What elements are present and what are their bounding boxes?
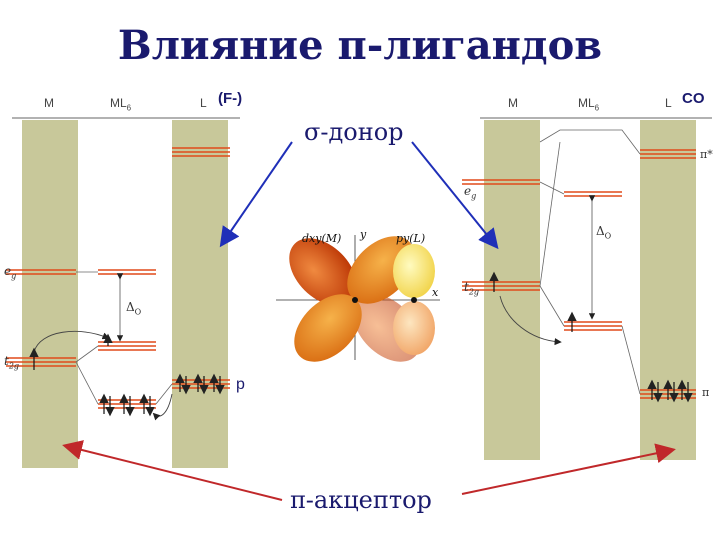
- right-ligand-band: [640, 120, 696, 460]
- sigma-arrow-right: [411, 141, 499, 250]
- left-ligand-tag: (F-): [218, 90, 243, 107]
- pi-arrow-right: [461, 443, 676, 495]
- right-delta-label-text: Δ: [596, 224, 605, 238]
- right-header-ml6: ML6: [578, 96, 599, 112]
- y-axis-label: y: [360, 228, 367, 241]
- left-header-ml6: ML6: [110, 96, 131, 112]
- right-eg-label: eg: [464, 184, 476, 200]
- right-curved-arrow: [499, 295, 562, 346]
- py-label: py(L): [396, 232, 426, 245]
- pi-star-label: π*: [700, 148, 713, 161]
- sigma-arrow-left: [219, 141, 293, 248]
- orbital-overlap-figure: [276, 235, 440, 362]
- p-orbital-label: p: [236, 376, 245, 393]
- left-eg-label-sub: g: [11, 271, 17, 281]
- pi-arrow-left: [62, 440, 283, 501]
- dxy-label: dxy(M): [302, 232, 342, 245]
- pi-acceptor-label: π-акцептор: [290, 486, 432, 514]
- right-eg-label-sub: g: [471, 191, 477, 201]
- left-electrons: [29, 333, 225, 417]
- left-header-ml6-sub: 6: [126, 103, 132, 113]
- left-correlation-lines: [75, 271, 173, 405]
- left-delta-label-text: Δ: [126, 300, 135, 314]
- left-header-m: M: [44, 96, 54, 110]
- right-electrons: [489, 271, 693, 403]
- left-metal-band: [22, 120, 78, 468]
- left-delta-label: ΔO: [126, 300, 141, 316]
- left-delta-label-sub: O: [134, 307, 142, 317]
- right-eg-label-text: e: [464, 184, 472, 198]
- right-header-ml6-text: ML: [578, 96, 595, 110]
- page-title: Влияние π-лигандов: [117, 22, 603, 69]
- left-curved-arrow-top: [33, 330, 110, 353]
- right-delta-label: ΔO: [596, 224, 611, 240]
- left-t2g-label-sub: 2g: [8, 361, 20, 371]
- sigma-donor-label: σ-донор: [304, 118, 404, 146]
- left-eg-label-text: e: [4, 264, 12, 278]
- left-curved-arrow-bottom: [152, 393, 173, 421]
- left-ligand-band: [172, 120, 228, 468]
- right-header-ml6-sub: 6: [594, 103, 600, 113]
- right-t2g-label-sub: 2g: [468, 287, 480, 297]
- right-header-l: L: [665, 96, 672, 110]
- right-ligand-tag: CO: [682, 90, 705, 107]
- right-header-m: M: [508, 96, 518, 110]
- left-header-l: L: [200, 96, 207, 110]
- left-header-ml6-text: ML: [110, 96, 127, 110]
- right-correlation-lines: [539, 129, 641, 395]
- right-t2g-label-text: t: [464, 280, 469, 294]
- left-t2g-label: t2g: [4, 354, 19, 370]
- x-axis-label: x: [432, 286, 439, 299]
- left-t2g-label-text: t: [4, 354, 9, 368]
- left-eg-label: eg: [4, 264, 16, 280]
- right-delta-label-sub: O: [604, 231, 612, 241]
- right-t2g-label: t2g: [464, 280, 479, 296]
- pi-label: π: [702, 386, 710, 399]
